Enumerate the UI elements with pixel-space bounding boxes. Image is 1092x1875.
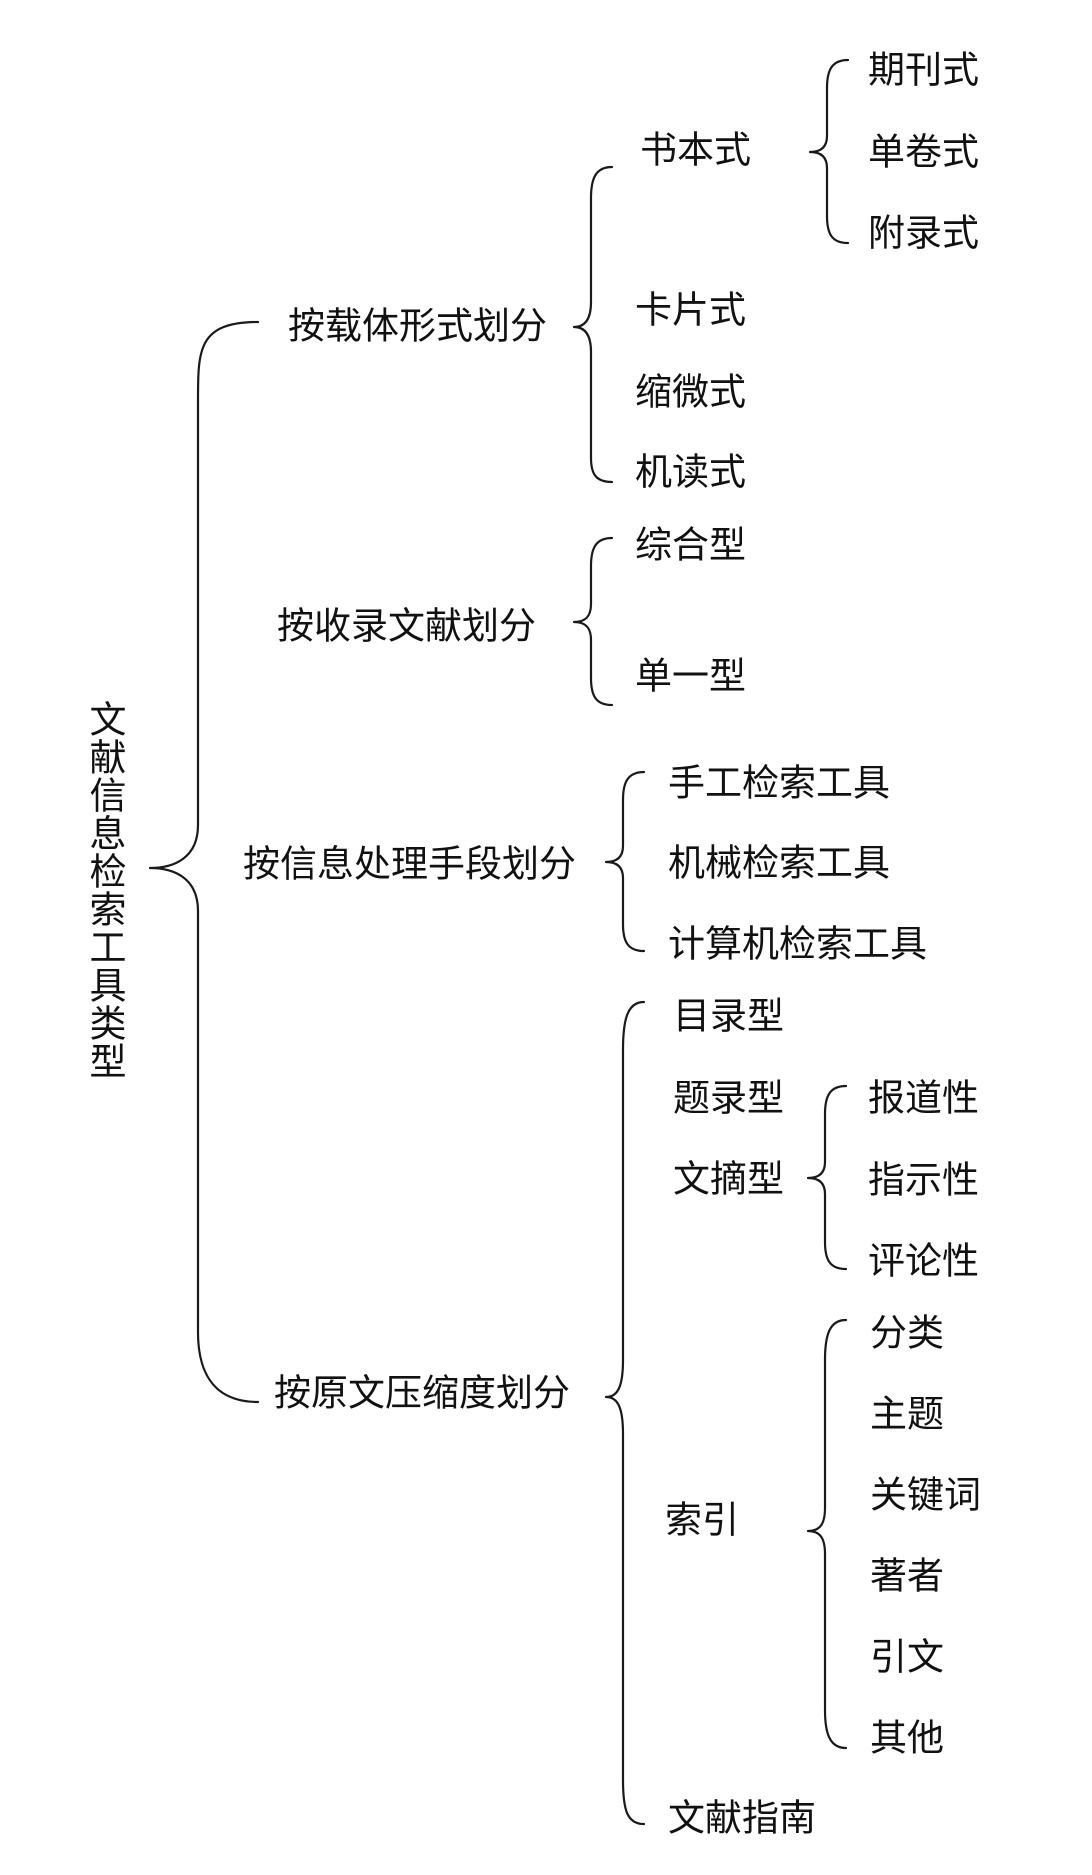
category-carrier-form: 按载体形式划分 — [288, 304, 547, 348]
category-compression-degree: 按原文压缩度划分 — [274, 1371, 570, 1415]
root-title: 文献信息检索工具类型 — [83, 700, 126, 1080]
item-reporting: 报道性 — [868, 1076, 979, 1120]
compression-degree-bracket — [604, 1000, 646, 1826]
item-index: 索引 — [665, 1498, 739, 1542]
item-appendix-form: 附录式 — [868, 211, 979, 255]
item-author: 著者 — [870, 1554, 944, 1598]
item-card-form: 卡片式 — [635, 288, 746, 332]
index-bracket — [806, 1318, 848, 1750]
item-machine-readable: 机读式 — [635, 450, 746, 494]
item-microform: 缩微式 — [635, 370, 746, 414]
root-bracket — [148, 320, 260, 1404]
category-processing-method: 按信息处理手段划分 — [243, 842, 576, 886]
item-comprehensive-type: 综合型 — [635, 523, 746, 567]
book-form-bracket — [808, 58, 850, 245]
item-classification: 分类 — [870, 1311, 944, 1355]
abstract-type-bracket — [806, 1084, 848, 1271]
item-manual-retrieval-tool: 手工检索工具 — [668, 761, 890, 805]
item-abstract-type: 文摘型 — [673, 1157, 784, 1201]
item-book-form: 书本式 — [640, 128, 751, 172]
item-subject: 主题 — [870, 1392, 944, 1436]
item-periodical-form: 期刊式 — [868, 48, 979, 92]
item-citation: 引文 — [870, 1635, 944, 1679]
item-catalog-type: 目录型 — [673, 994, 784, 1038]
collected-literature-bracket — [572, 536, 614, 707]
processing-method-bracket — [604, 770, 646, 953]
item-keyword: 关键词 — [870, 1473, 981, 1517]
item-review: 评论性 — [868, 1239, 979, 1283]
item-other: 其他 — [870, 1716, 944, 1760]
item-computer-retrieval-tool: 计算机检索工具 — [668, 922, 927, 966]
item-literature-guide: 文献指南 — [668, 1796, 816, 1840]
item-single-type: 单一型 — [635, 654, 746, 698]
item-indicative: 指示性 — [868, 1158, 979, 1202]
item-single-volume-form: 单卷式 — [868, 130, 979, 174]
item-mechanical-retrieval-tool: 机械检索工具 — [668, 841, 890, 885]
item-title-list-type: 题录型 — [673, 1076, 784, 1120]
carrier-form-bracket — [572, 165, 614, 484]
category-collected-literature: 按收录文献划分 — [277, 604, 536, 648]
